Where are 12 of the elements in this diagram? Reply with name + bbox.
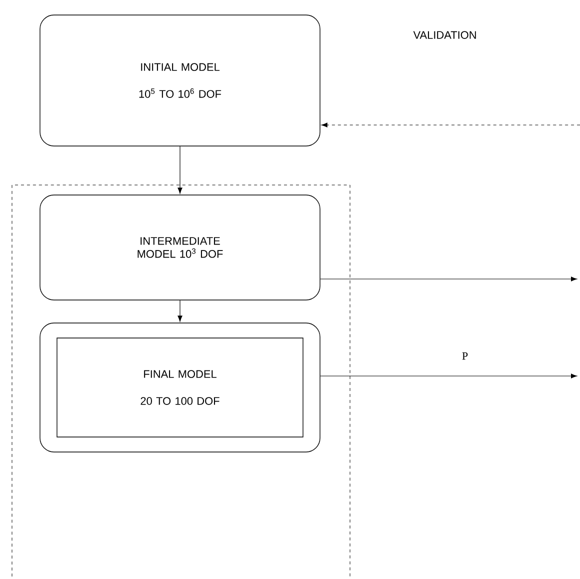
arrow [178,300,182,322]
model-box [40,322,320,452]
model-box: INITIAL MODEL 10$^{5}$ TO 10$^{6}$ DOF [40,14,320,146]
arrow [178,146,182,194]
validation-label: VALIDATION [413,31,476,39]
dashed-group-frame [12,184,350,579]
model-box: INTERMEDIATE MODEL 10$^{3}$ DOF [40,194,320,300]
edge-label: P [462,352,468,360]
arrow [321,122,580,128]
model-box: FINAL MODEL 20 TO 100 DOF [56,338,304,438]
arrow [320,276,578,282]
arrow [320,374,578,378]
